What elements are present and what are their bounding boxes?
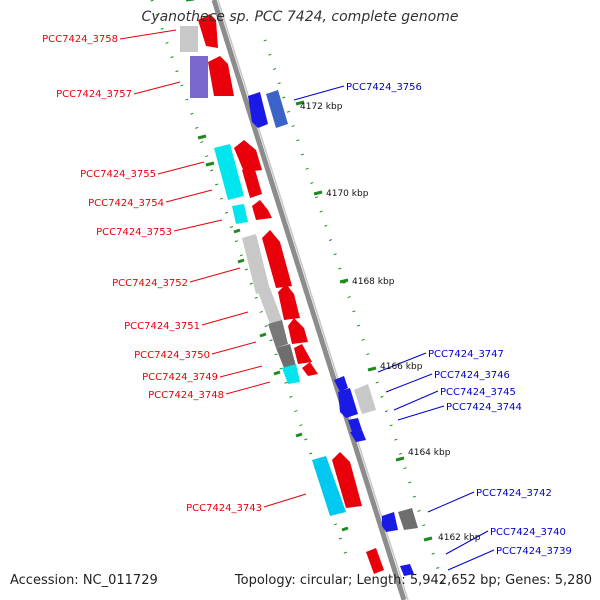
gene-label-3743[interactable]: PCC7424_3743 (186, 503, 262, 514)
forward-gene-3758[interactable] (180, 14, 218, 52)
gene-label-3752[interactable]: PCC7424_3752 (112, 278, 188, 289)
reverse-gene-3745[interactable] (348, 418, 362, 432)
forward-gene-3751[interactable] (258, 284, 300, 324)
forward-gene-3749[interactable] (276, 344, 312, 368)
reverse-gene-3747[interactable] (334, 376, 348, 392)
forward-gene-3757[interactable] (190, 56, 234, 98)
gene-label-3740[interactable]: PCC7424_3740 (490, 527, 566, 538)
tick-label-4168: 4168 kbp (352, 277, 395, 287)
forward-leaders (119, 29, 307, 508)
accession-label: Accession: NC_011729 (10, 573, 158, 588)
gene-label-3758[interactable]: PCC7424_3758 (42, 34, 118, 45)
gene-label-3754[interactable]: PCC7424_3754 (88, 198, 164, 209)
gene-label-3748[interactable]: PCC7424_3748 (148, 390, 224, 401)
tick-marks (186, 0, 433, 542)
gene-label-3750[interactable]: PCC7424_3750 (134, 350, 210, 361)
tick-label-4164: 4164 kbp (408, 448, 451, 458)
forward-gene-3743[interactable] (312, 452, 362, 516)
gene-label-3746[interactable]: PCC7424_3746 (434, 370, 510, 381)
gene-label-3749[interactable]: PCC7424_3749 (142, 372, 218, 383)
gene-label-3751[interactable]: PCC7424_3751 (124, 321, 200, 332)
reverse-leaders (293, 85, 495, 571)
gene-label-3753[interactable]: PCC7424_3753 (96, 227, 172, 238)
forward-gene-3748[interactable] (282, 362, 318, 384)
tick-label-4166: 4166 kbp (380, 362, 423, 372)
gene-label-3744[interactable]: PCC7424_3744 (446, 402, 522, 413)
forward-gene-3754[interactable] (242, 166, 262, 198)
forward-gene-3750[interactable] (268, 318, 308, 348)
tick-label-4162: 4162 kbp (438, 533, 481, 543)
gene-label-3755[interactable]: PCC7424_3755 (80, 169, 156, 180)
genome-backbone (211, 0, 407, 600)
gene-label-3756[interactable]: PCC7424_3756 (346, 82, 422, 93)
reverse-gene-3742[interactable] (382, 508, 418, 532)
forward-gene-lower[interactable] (366, 548, 384, 574)
genome-summary: Topology: circular; Length: 5,942,652 bp… (234, 573, 592, 588)
tick-label-4170: 4170 kbp (326, 189, 369, 199)
gene-label-3757[interactable]: PCC7424_3757 (56, 89, 132, 100)
reverse-gene-3740[interactable] (400, 564, 414, 576)
map-title: Cyanothece sp. PCC 7424, complete genome (141, 9, 459, 25)
gene-label-3745[interactable]: PCC7424_3745 (440, 387, 516, 398)
gene-label-3739[interactable]: PCC7424_3739 (496, 546, 572, 557)
forward-gene-3753[interactable] (232, 200, 272, 224)
forward-gene-3752[interactable] (242, 230, 292, 294)
reverse-gene-3746[interactable] (338, 384, 376, 418)
reverse-gene-3744[interactable] (350, 430, 366, 442)
forward-gene-3755[interactable] (214, 140, 262, 200)
gene-label-3742[interactable]: PCC7424_3742 (476, 488, 552, 499)
gene-label-3747[interactable]: PCC7424_3747 (428, 349, 504, 360)
tick-label-4172: 4172 kbp (300, 102, 343, 112)
reverse-gene-3756[interactable] (248, 90, 288, 128)
